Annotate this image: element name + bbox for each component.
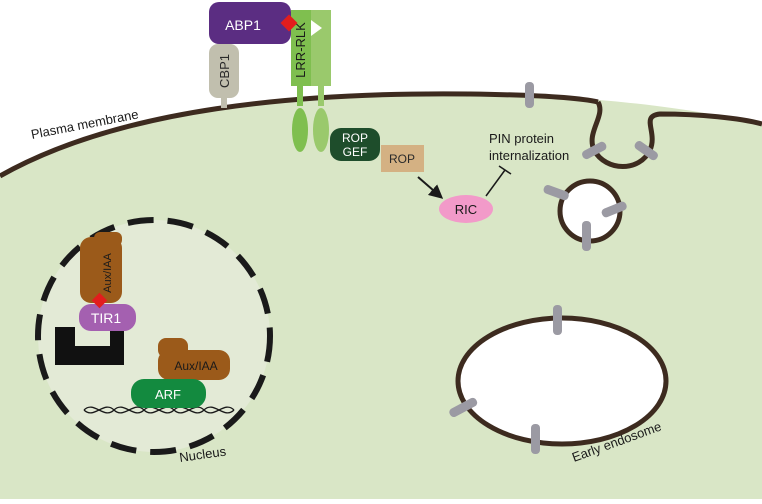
lrr-rlk-kinase-left: [292, 108, 308, 152]
early-endosome: [455, 315, 669, 447]
pin-internalization-label-line2: internalization: [489, 148, 569, 163]
aux-iaa-nuclear-label: Aux/IAA: [102, 252, 114, 292]
aux-iaa-arf-bound-nub: [158, 338, 188, 358]
pin-protein-pit-right: [634, 141, 658, 161]
pin-protein-pit-left: [582, 141, 607, 160]
abp1-protein: [209, 2, 291, 44]
rop: [381, 145, 424, 172]
pin-protein-membrane: [525, 82, 534, 108]
abp1-label: ABP1: [225, 17, 261, 33]
lrr-rlk-transmembrane-right: [318, 86, 324, 106]
cbp1-label: CBP1: [217, 54, 232, 88]
plasma-membrane: [0, 91, 599, 179]
scf-complex: [55, 326, 124, 365]
lrr-rlk-notch: [311, 20, 322, 36]
dna-strand-2: [83, 406, 235, 414]
aux-iaa-nuclear: [80, 237, 122, 303]
ric: [439, 195, 493, 223]
ric-label: RIC: [455, 202, 477, 217]
rop-label: ROP: [389, 152, 415, 166]
pin-protein-vesicle-1: [543, 184, 569, 201]
inhibition-line: [485, 169, 506, 197]
lrr-rlk-extracellular-right: [311, 10, 331, 86]
cbp1-protein: [209, 44, 239, 98]
inhibition-bar: [498, 165, 512, 175]
pin-internalization-label-line1: PIN protein: [489, 131, 554, 146]
aux-iaa-nuclear-nub: [94, 232, 122, 246]
tir1-label: TIR1: [91, 310, 122, 326]
rop-gef-label-line2: GEF: [343, 145, 368, 159]
nucleus-label: Nucleus: [178, 444, 227, 465]
rop-gef-label-line1: ROP: [342, 131, 368, 145]
arf-label: ARF: [155, 387, 181, 402]
arf: [131, 379, 206, 408]
pin-protein-endosome-left: [449, 397, 478, 418]
pin-protein-endosome-top: [553, 305, 562, 335]
lrr-rlk-kinase-right: [313, 108, 329, 152]
lrr-rlk-extracellular-left: [291, 10, 311, 86]
rop-gef: [330, 128, 380, 161]
pin-protein-vesicle-2: [601, 201, 627, 218]
pin-protein-endosome-bottom: [531, 424, 540, 454]
lrr-rlk-transmembrane-left: [297, 86, 303, 106]
cbp1-anchor: [221, 96, 227, 108]
pin-protein-vesicle-3: [582, 221, 591, 251]
aux-iaa-arf-label: Aux/IAA: [174, 359, 217, 373]
tir1: [79, 304, 136, 331]
lrr-rlk-label: LRR-RLK: [293, 22, 308, 78]
activation-arrow: [417, 176, 444, 199]
